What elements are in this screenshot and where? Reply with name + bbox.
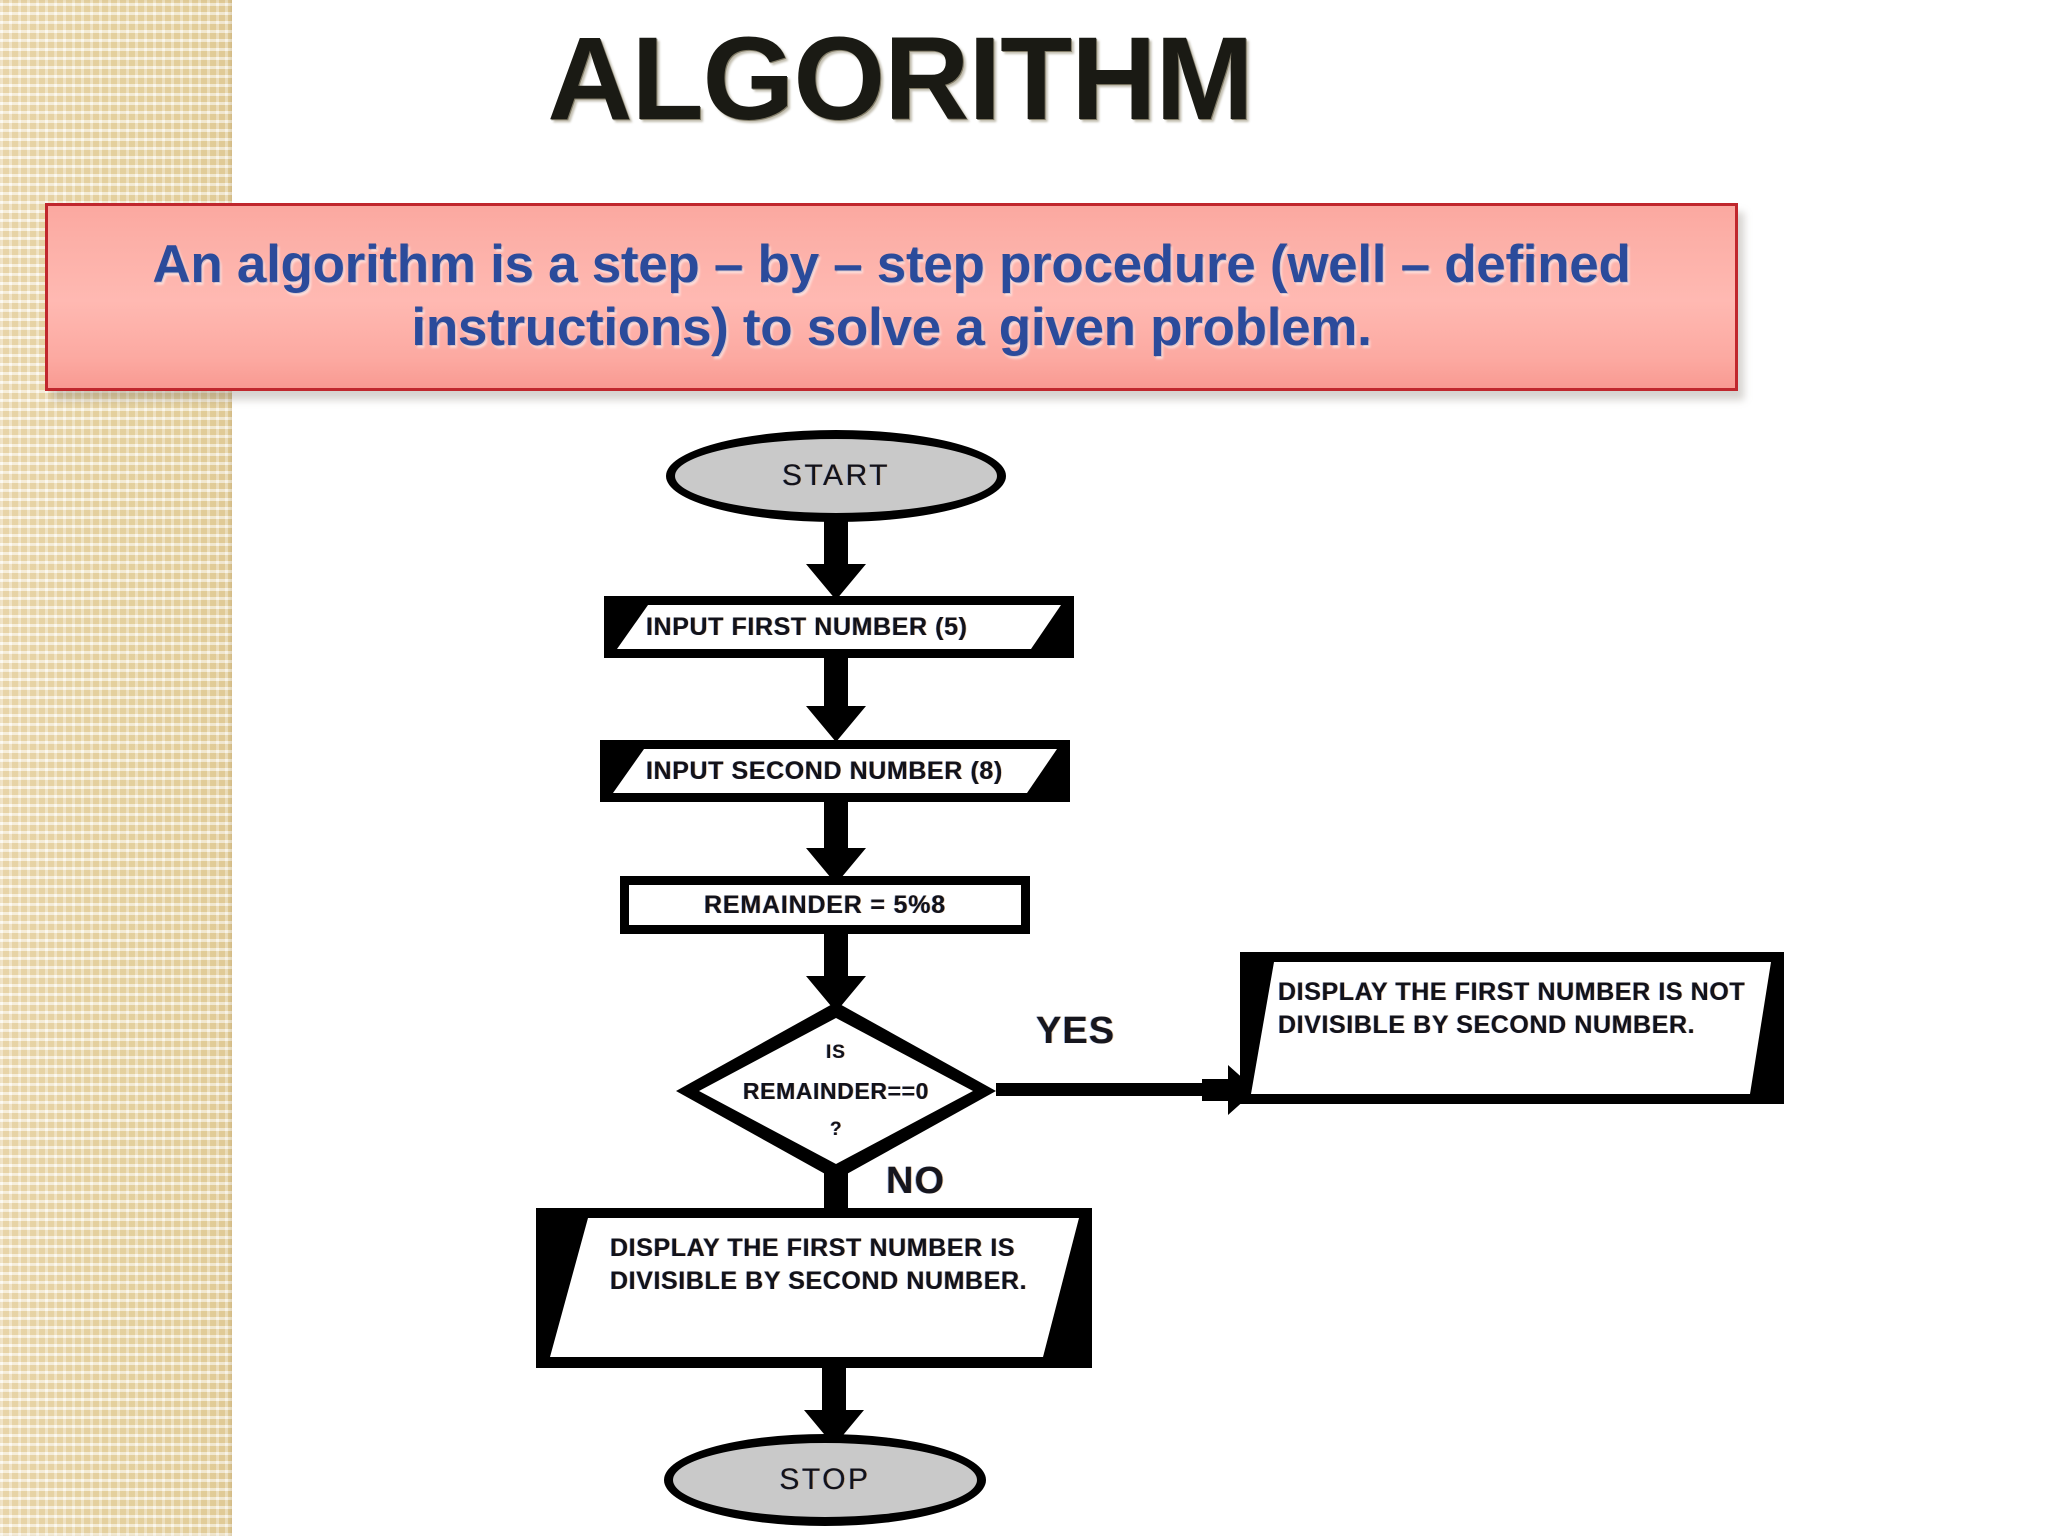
flow-node-output-divisible bbox=[536, 1208, 1092, 1368]
flow-node-stop-label: STOP bbox=[779, 1463, 871, 1496]
flow-node-input-second bbox=[600, 740, 1070, 802]
flow-node-start: START bbox=[666, 430, 1006, 522]
flow-node-decision: IS REMAINDER==0 ? bbox=[676, 1002, 996, 1180]
flow-node-input-first-label: INPUT FIRST NUMBER (5) bbox=[646, 612, 968, 641]
flow-node-stop: STOP bbox=[664, 1434, 986, 1526]
edge-label-no: NO bbox=[886, 1160, 945, 1202]
flow-node-input-second-label: INPUT SECOND NUMBER (8) bbox=[646, 756, 1003, 785]
edge-label-yes: YES bbox=[1036, 1010, 1116, 1052]
definition-banner: An algorithm is a step – by – step proce… bbox=[45, 203, 1738, 391]
arrow-input1-to-input2 bbox=[806, 656, 866, 742]
arrow-start-to-input1 bbox=[806, 518, 866, 600]
edge-yes-arrowhead bbox=[1202, 1065, 1256, 1115]
edge-yes-line bbox=[996, 1083, 1214, 1096]
flow-node-output-divisible-label: DISPLAY THE FIRST NUMBER IS DIVISIBLE BY… bbox=[610, 1234, 1028, 1295]
arrow-process-to-decision bbox=[806, 932, 866, 1012]
flow-node-input-first bbox=[604, 596, 1074, 658]
definition-text: An algorithm is a step – by – step proce… bbox=[152, 235, 1631, 357]
flow-node-decision-text: IS REMAINDER==0 ? bbox=[676, 1002, 996, 1180]
algorithm-flowchart: START INPUT FIRST NUMBER (5) INPUT SECON… bbox=[0, 410, 2048, 1536]
decision-line-3: ? bbox=[829, 1118, 843, 1140]
flow-node-process-label: REMAINDER = 5%8 bbox=[704, 890, 946, 919]
flow-node-start-label: START bbox=[781, 459, 891, 492]
flow-node-output-not-divisible-label: DISPLAY THE FIRST NUMBER IS NOT DIVISIBL… bbox=[1278, 978, 1746, 1039]
decision-line-1: IS bbox=[826, 1041, 846, 1063]
arrow-output-to-stop bbox=[804, 1362, 864, 1446]
flow-node-process-remainder: REMAINDER = 5%8 bbox=[620, 876, 1030, 934]
page-title: ALGORITHM bbox=[547, 13, 1253, 145]
arrow-input2-to-process bbox=[806, 800, 866, 884]
flow-node-output-not-divisible bbox=[1240, 952, 1784, 1104]
decision-line-2: REMAINDER==0 bbox=[742, 1077, 930, 1104]
